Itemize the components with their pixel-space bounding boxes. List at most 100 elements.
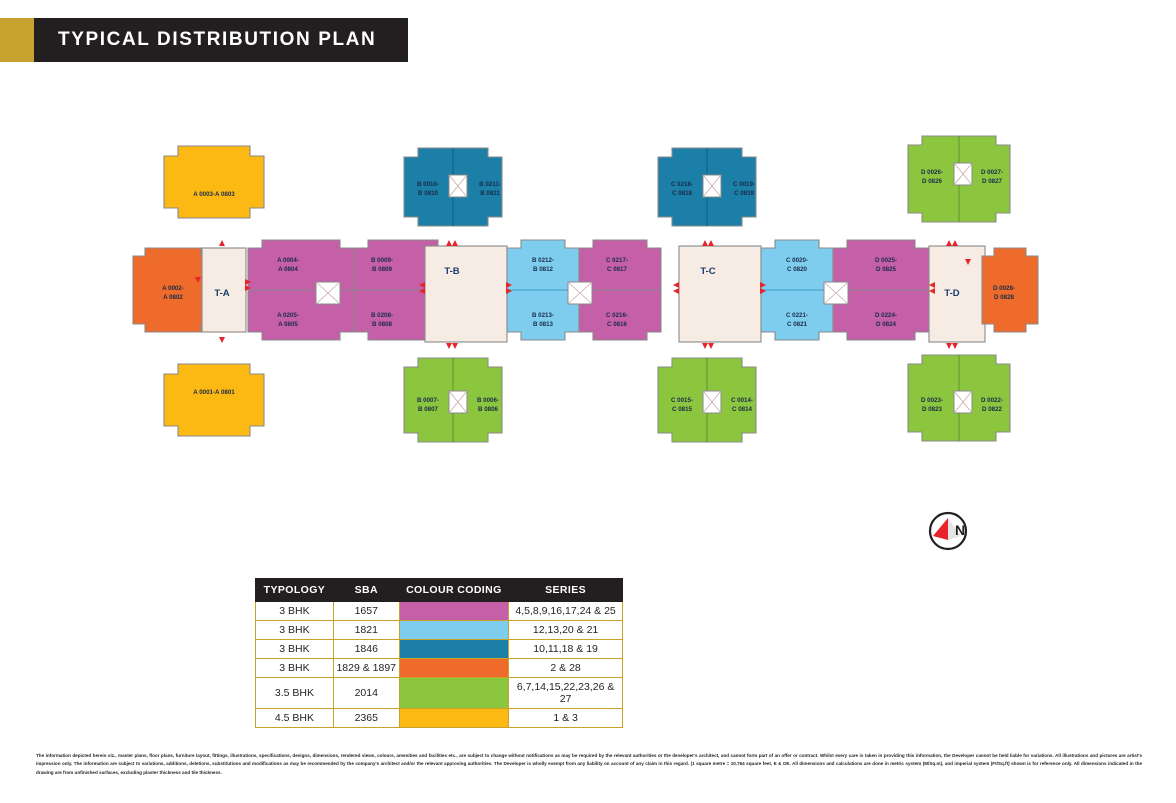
circulation-arrow-marker [760,282,766,294]
legend-cell-series: 4,5,8,9,16,17,24 & 25 [508,601,623,621]
unit-label-B0213: B 0213-B 0813 [532,312,554,328]
tower-core-TB [424,245,508,343]
tower-core-TA [201,247,247,333]
unit-label-C0014: C 0014-C 0814 [731,397,753,413]
unit-label-B0010: B 0010-B 0810 [417,181,439,197]
circulation-arrow-marker [419,282,425,294]
legend-cell-sba: 1829 & 1897 [332,658,400,678]
header-accent-bar [0,18,34,62]
unit-label-D0025: D 0025-D 0825 [875,257,897,273]
lift-core-symbol-BC [567,281,593,305]
lift-core-symbol-CD [823,281,849,305]
unit-label-C0015: C 0015-C 0815 [671,397,693,413]
unit-label-B0208: B 0208-B 0808 [371,312,393,328]
unit-label-A0003: A 0003-A 0803 [193,191,235,198]
lift-core-symbol-AB [315,281,341,305]
legend-cell-sba: 1821 [332,620,400,640]
circulation-arrow-marker [702,240,714,246]
unit-label-B0009: B 0009-B 0809 [371,257,393,273]
unit-label-B0007: B 0007-B 0807 [417,397,439,413]
lift-core-symbol-D-bottom [953,390,973,414]
unit-label-B0212: B 0212-B 0812 [532,257,554,273]
lift-core-symbol-C-top [702,174,722,198]
unit-label-D0027: D 0027-D 0827 [981,169,1003,185]
north-compass-icon: N [928,511,968,551]
unit-block-A0002 [132,247,214,333]
legend-cell-series: 12,13,20 & 21 [508,620,623,640]
legend-cell-typology: 3.5 BHK [255,677,334,709]
circulation-arrow-marker [673,282,679,294]
unit-label-A0205: A 0205-A 0805 [277,312,299,328]
legend-header-series: SERIES [508,578,623,602]
circulation-arrow-marker [245,279,251,291]
unit-label-D0023: D 0023-D 0823 [921,397,943,413]
unit-label-A0002: A 0002-A 0802 [162,285,184,301]
unit-block-A0001 [163,363,265,437]
legend-colour-swatch [398,620,510,640]
unit-label-C0217: C 0217-C 0817 [606,257,628,273]
circulation-arrow-marker [195,277,201,283]
tower-core-TC [678,245,762,343]
legend-cell-typology: 4.5 BHK [255,708,334,728]
unit-label-C0221: C 0221-C 0821 [786,312,808,328]
tower-core-label-TB: T-B [444,266,459,277]
unit-label-C0218: C 0218-C 0818 [671,181,693,197]
legend-colour-swatch [398,708,510,728]
legend-colour-swatch [398,677,510,709]
legend-header-colour-coding: COLOUR CODING [398,578,510,602]
legend-header-sba: SBA [332,578,400,602]
unit-label-A0001: A 0001-A 0801 [193,389,235,396]
lift-core-symbol-D-top [953,162,973,186]
circulation-arrow-marker [702,343,714,349]
lift-core-symbol-B-top [448,174,468,198]
tower-core-label-TD: T-D [944,288,959,299]
tower-core-label-TA: T-A [214,288,229,299]
unit-label-B0006: B 0006-B 0806 [477,397,499,413]
legend-cell-series: 10,11,18 & 19 [508,639,623,659]
legend-cell-series: 6,7,14,15,22,23,26 & 27 [508,677,623,709]
circulation-arrow-marker [965,259,971,265]
disclaimer-text: The information depicted herein viz., ma… [36,753,1142,775]
unit-label-B0211: B 0211-B 0811 [479,181,501,197]
unit-label-C0216: C 0216-C 0816 [606,312,628,328]
page-title: TYPICAL DISTRIBUTION PLAN [58,29,377,50]
legend-cell-sba: 2365 [332,708,400,728]
unit-label-D0028: D 0028-D 0828 [993,285,1015,301]
legend-cell-typology: 3 BHK [255,620,334,640]
unit-block-A0003 [163,145,265,219]
unit-label-D0224: D 0224-D 0824 [875,312,897,328]
legend-cell-typology: 3 BHK [255,658,334,678]
legend-colour-swatch [398,639,510,659]
circulation-arrow-marker [446,240,458,246]
lift-core-symbol-C-bottom [702,390,722,414]
circulation-arrow-marker [506,282,512,294]
legend-cell-sba: 2014 [332,677,400,709]
circulation-arrow-marker [219,240,225,246]
legend-cell-typology: 3 BHK [255,639,334,659]
header-title-plate: TYPICAL DISTRIBUTION PLAN [34,18,408,62]
compass-north-letter: N [955,522,965,538]
unit-label-C0020: C 0020-C 0820 [786,257,808,273]
unit-label-A0004: A 0004-A 0804 [277,257,299,273]
lift-core-symbol-B-bottom [448,390,468,414]
legend-cell-series: 1 & 3 [508,708,623,728]
unit-label-D0022: D 0022-D 0822 [981,397,1003,413]
circulation-arrow-marker [219,337,225,343]
page-header: TYPICAL DISTRIBUTION PLAN [0,18,408,62]
legend-cell-sba: 1846 [332,639,400,659]
circulation-arrow-marker [929,282,935,294]
tower-core-label-TC: T-C [700,266,715,277]
circulation-arrow-marker [946,343,958,349]
legend-header-row: TYPOLOGY SBA COLOUR CODING SERIES [255,578,623,602]
legend-cell-series: 2 & 28 [508,658,623,678]
